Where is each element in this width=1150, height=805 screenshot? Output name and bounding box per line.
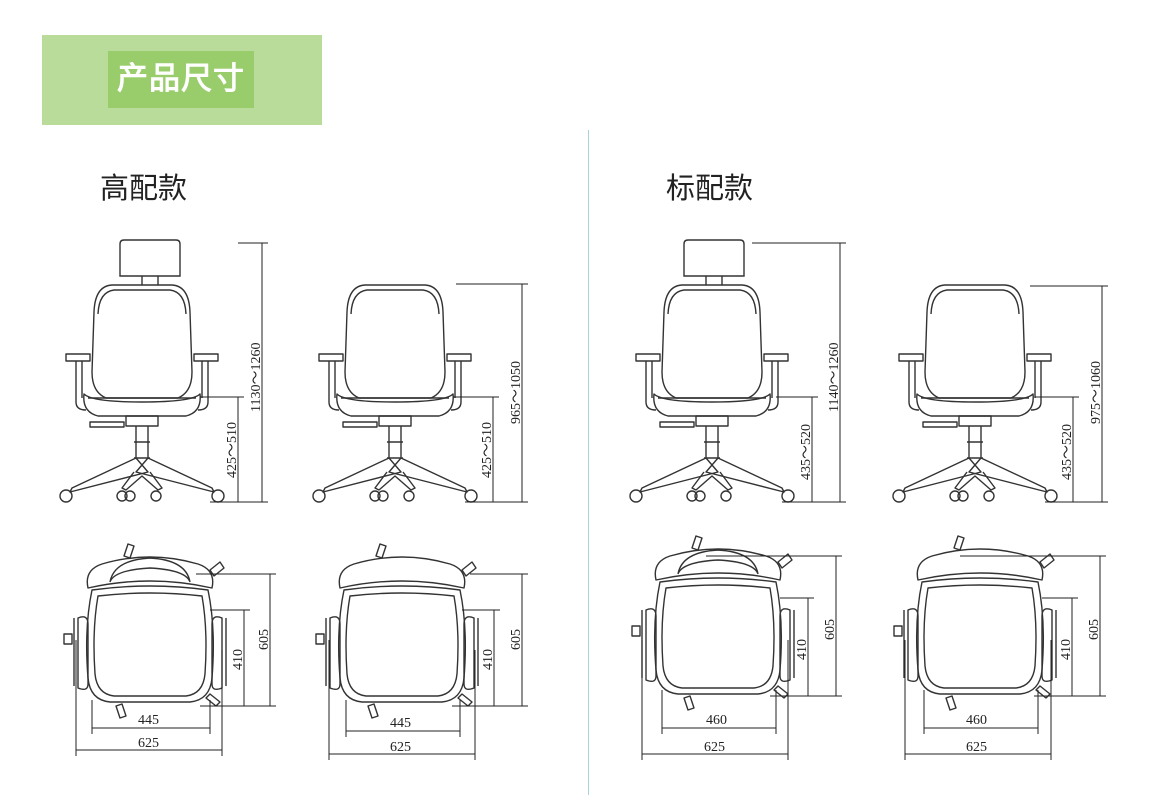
- front-view-premium-headrest: [59, 239, 225, 503]
- top-view-standard-no-headrest: [893, 535, 1057, 711]
- standard-headrest-seat-depth: 410: [795, 639, 810, 660]
- top-dimension-lines: [75, 555, 1106, 760]
- banner-label-box: 产品尺寸: [108, 51, 254, 108]
- front-view-standard-no-headrest: [892, 284, 1058, 503]
- standard-no-headrest-depth: 605: [1087, 619, 1102, 640]
- premium-no-headrest-overall-width: 625: [390, 740, 411, 755]
- section-banner: 产品尺寸: [42, 35, 322, 125]
- top-view-standard-headrest: [631, 535, 795, 711]
- top-view-premium-headrest: [63, 543, 227, 719]
- heading-premium-model: 高配款: [100, 171, 188, 205]
- premium-no-headrest-seat-height: 425～510: [480, 422, 495, 478]
- premium-headrest-seat-height: 425～510: [225, 422, 240, 478]
- standard-headrest-overall-width: 625: [704, 740, 725, 755]
- standard-no-headrest-overall-height: 975～1060: [1089, 361, 1104, 424]
- premium-no-headrest-seat-width: 445: [390, 716, 411, 731]
- premium-headrest-overall-height: 1130～1260: [249, 343, 264, 412]
- premium-no-headrest-overall-height: 965～1050: [509, 361, 524, 424]
- premium-headrest-seat-depth: 410: [231, 649, 246, 670]
- standard-headrest-seat-width: 460: [706, 713, 727, 728]
- premium-headrest-overall-width: 625: [138, 736, 159, 751]
- standard-no-headrest-overall-width: 625: [966, 740, 987, 755]
- front-view-standard-headrest: [629, 239, 795, 503]
- premium-no-headrest-seat-depth: 410: [481, 649, 496, 670]
- standard-no-headrest-seat-width: 460: [966, 713, 987, 728]
- heading-standard-model: 标配款: [666, 171, 754, 205]
- banner-title: 产品尺寸: [117, 61, 245, 97]
- standard-headrest-depth: 605: [823, 619, 838, 640]
- standard-no-headrest-seat-height: 435～520: [1060, 424, 1075, 480]
- standard-headrest-seat-height: 435～520: [799, 424, 814, 480]
- standard-no-headrest-seat-depth: 410: [1059, 639, 1074, 660]
- premium-headrest-depth: 605: [257, 629, 272, 650]
- front-view-premium-no-headrest: [312, 284, 478, 503]
- premium-no-headrest-depth: 605: [509, 629, 524, 650]
- top-view-premium-no-headrest: [315, 543, 479, 719]
- standard-headrest-overall-height: 1140～1260: [827, 343, 842, 412]
- section-divider: [588, 130, 589, 795]
- front-dimension-lines: [200, 242, 1108, 503]
- premium-headrest-seat-width: 445: [138, 713, 159, 728]
